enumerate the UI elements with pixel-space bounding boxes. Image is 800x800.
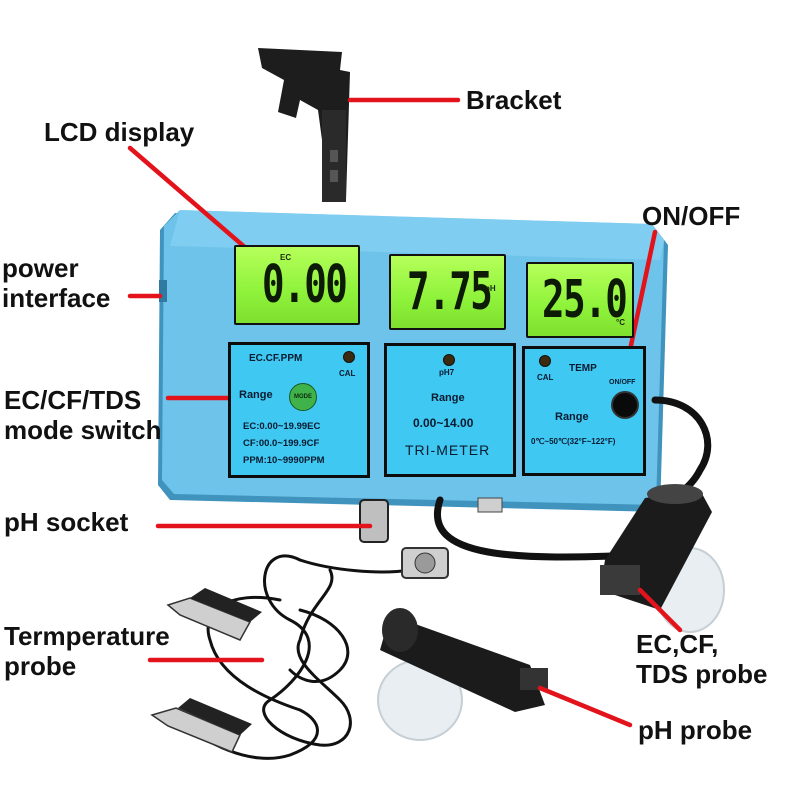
ec-range-label: Range [239, 389, 273, 401]
ph-range-label: Range [431, 392, 465, 404]
brand-label: TRI-METER [405, 442, 491, 458]
ph-range-values: 0.00~14.00 [413, 416, 474, 430]
temp-cal-label: CAL [537, 373, 554, 382]
callout-mode-switch-1: EC/CF/TDS [4, 385, 142, 415]
ph-panel: pH7 Range 0.00~14.00 TRI-METER [384, 343, 516, 477]
callout-lcd-display: LCD display [44, 117, 195, 147]
ph-cal-indicator-icon [443, 354, 455, 366]
callout-temp-probe-1: Termperature [4, 621, 170, 651]
callout-ec-probe-1: EC,CF, [636, 629, 719, 659]
callout-temp-probe-2: probe [4, 651, 77, 681]
callout-power-interface-1: power [2, 253, 79, 283]
bracket-image [258, 48, 350, 202]
ec-panel-title: EC.CF.PPM [249, 353, 303, 364]
lcd-temp-value: 25.0 [542, 270, 628, 330]
mode-button[interactable]: MODE [289, 383, 317, 411]
callout-bracket: Bracket [466, 85, 562, 115]
lcd-ec: EC 0.00 [234, 245, 360, 325]
lcd-ph-tag: pH [485, 284, 496, 293]
lcd-temp: °C 25.0 [526, 262, 634, 338]
ec-range-line-1: EC:0.00~19.99EC [243, 421, 321, 432]
callout-mode-switch-2: mode switch [4, 415, 162, 445]
leader-ph-probe [537, 685, 633, 728]
temp-panel-title: TEMP [569, 363, 597, 374]
callout-ph-socket: pH socket [4, 507, 129, 537]
lcd-ph: pH 7.75 [389, 254, 506, 330]
ec-range-line-3: PPM:10~9990PPM [243, 455, 325, 466]
lcd-ec-tag: EC [280, 253, 292, 262]
leader-lines [127, 97, 683, 728]
callout-power-interface-2: interface [2, 283, 111, 313]
power-button[interactable] [611, 391, 639, 419]
lcd-temp-tag: °C [616, 318, 625, 327]
callout-on-off: ON/OFF [642, 201, 741, 231]
mode-button-label: MODE [294, 394, 312, 400]
leader-ec-probe [637, 587, 683, 633]
bnc-connector [401, 547, 449, 579]
onoff-panel-label: ON/OFF [609, 379, 636, 386]
leader-lcd [127, 145, 265, 265]
ec-probe-image [600, 484, 725, 633]
callout-ph-probe: pH probe [638, 715, 753, 745]
ec-range-line-2: CF:00.0~199.9CF [243, 438, 320, 449]
temp-cal-indicator-icon [539, 355, 551, 367]
ec-panel: EC.CF.PPM CAL Range MODE EC:0.00~19.99EC… [228, 342, 370, 478]
ec-cal-label: CAL [339, 369, 356, 378]
temperature-probe-plugs [150, 588, 262, 753]
callout-ec-probe-2: TDS probe [636, 659, 768, 689]
ph-calibration-label: pH7 [439, 368, 455, 377]
ph-probe-image [377, 608, 548, 741]
ec-cal-indicator-icon [343, 351, 355, 363]
temp-range-values: 0℃~50℃(32°F~122°F) [531, 437, 616, 446]
cables [188, 396, 712, 760]
lcd-ec-value: 0.00 [262, 255, 348, 315]
lcd-ph-value: 7.75 [407, 262, 493, 322]
temp-panel: CAL TEMP ON/OFF Range 0℃~50℃(32°F~122°F) [522, 346, 646, 476]
temp-range-label: Range [555, 411, 589, 423]
bottom-socket [477, 497, 503, 513]
